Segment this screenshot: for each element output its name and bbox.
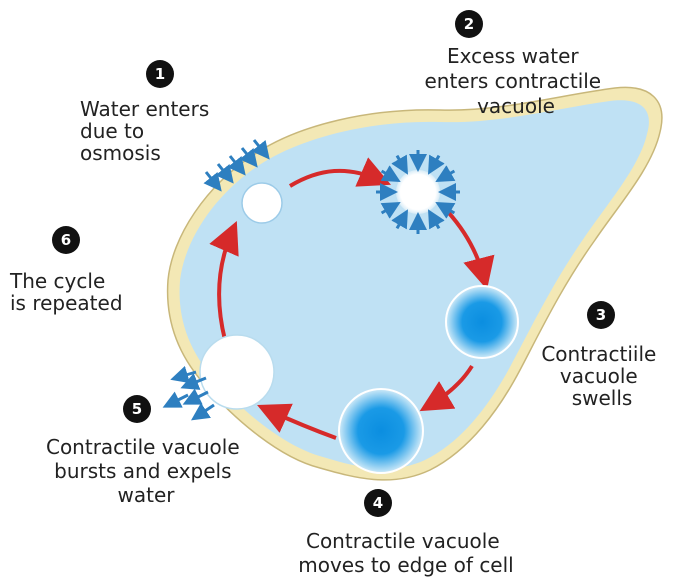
water-arrow-icon: [206, 172, 218, 187]
step-4-label: Contractile vacuole moves to edge of cel…: [298, 529, 513, 577]
step-number: 6: [61, 231, 71, 249]
step-badge-4: 4: [364, 489, 392, 517]
step-3-line: Contractiile: [541, 342, 656, 366]
step-4-line: Contractile vacuole: [306, 529, 500, 553]
water-arrow-icon: [168, 395, 188, 405]
vacuole-filling: [396, 170, 440, 214]
water-arrow-icon: [188, 392, 208, 402]
step-2-line: Excess water: [447, 44, 579, 68]
step-3-line: swells: [572, 386, 633, 410]
step-4-line: moves to edge of cell: [298, 553, 513, 577]
vacuole-at-edge: [339, 389, 423, 473]
step-badge-6: 6: [52, 226, 80, 254]
step-number: 3: [596, 306, 606, 324]
step-1-line: due to: [80, 119, 144, 143]
step-6-line: The cycle: [9, 269, 105, 293]
step-6-label: The cycle is repeated: [9, 269, 123, 315]
step-5-line: water: [118, 483, 176, 507]
step-badge-5: 5: [123, 395, 151, 423]
step-1-line: Water enters: [80, 97, 209, 121]
water-arrow-icon: [196, 405, 214, 417]
step-badge-2: 2: [455, 10, 483, 38]
water-arrow-icon: [176, 372, 196, 378]
step-badge-3: 3: [587, 301, 615, 329]
step-2-line: enters contractile: [425, 69, 602, 93]
step-5-label: Contractile vacuole bursts and expels wa…: [46, 435, 246, 507]
water-arrow-icon: [218, 164, 230, 179]
step-5-line: bursts and expels: [54, 459, 231, 483]
step-1-line: osmosis: [80, 141, 161, 165]
step-1-label: Water enters due to osmosis: [80, 97, 216, 165]
step-number: 2: [464, 15, 474, 33]
step-number: 1: [155, 65, 165, 83]
step-number: 5: [132, 400, 142, 418]
vacuole-bursting: [200, 335, 274, 409]
step-5-line: Contractile vacuole: [46, 435, 240, 459]
step-number: 4: [373, 494, 383, 512]
vacuole-swelling: [446, 286, 518, 358]
step-6-line: is repeated: [10, 291, 123, 315]
step-badge-1: 1: [146, 60, 174, 88]
step-2-line: vacuole: [477, 94, 555, 118]
vacuole-small: [242, 183, 282, 223]
step-3-label: Contractiile vacuole swells: [541, 342, 662, 410]
step-3-line: vacuole: [560, 364, 638, 388]
